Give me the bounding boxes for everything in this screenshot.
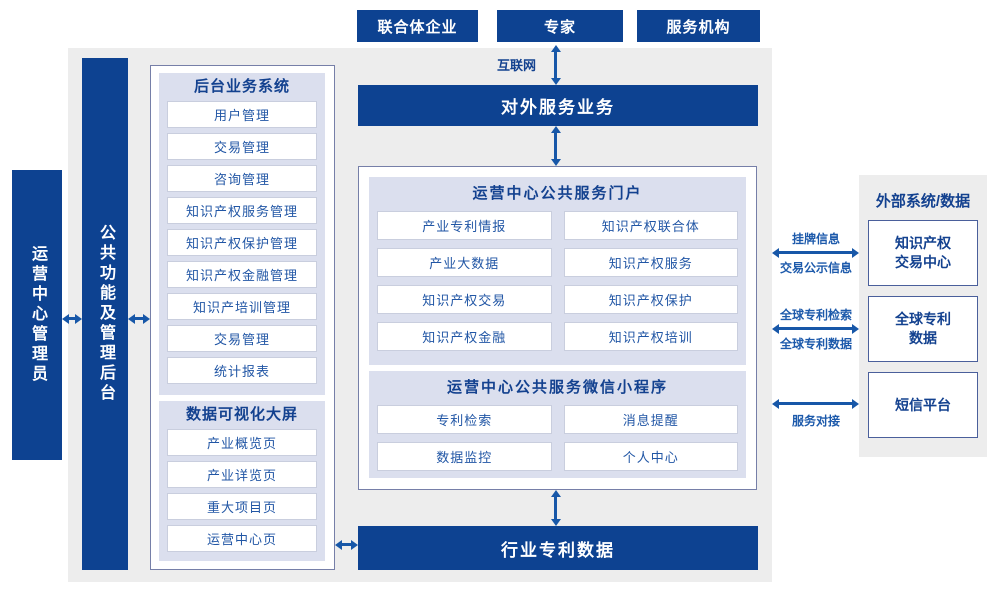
actor-label: 服务机构 [666, 18, 731, 36]
double-arrow-icon [550, 45, 561, 85]
list-item: 交易管理 [167, 133, 317, 160]
list-item: 个人中心 [563, 442, 738, 471]
list-item: 知识产权保护管理 [167, 229, 317, 256]
actor-label: 专家 [543, 18, 576, 36]
portal-panel: 运营中心公共服务门户 产业专利情报 知识产权联合体 产业大数据 知识产权服务 知… [369, 177, 746, 365]
bar-label: 行业专利数据 [501, 540, 615, 560]
list-item: 产业概览页 [167, 429, 317, 456]
actor-label: 联合体企业 [377, 18, 458, 36]
external-systems-title: 外部系统/数据 [875, 193, 971, 210]
miniprogram-items: 专利检索 消息提醒 数据监控 个人中心 [369, 405, 746, 479]
dashboard-panel: 数据可视化大屏 产业概览页 产业详览页 重大项目页 运营中心页 [159, 401, 325, 561]
industry-patent-data-bar: 行业专利数据 [358, 526, 758, 570]
backend-system-items: 用户管理 交易管理 咨询管理 知识产权服务管理 知识产权保护管理 知识产权金融管… [159, 101, 325, 392]
bar-label: 对外服务业务 [501, 98, 615, 117]
actor-service-organization: 服务机构 [637, 10, 760, 42]
admin-vertical-bar: 运营中心管理员 [12, 170, 62, 460]
double-arrow-icon [335, 539, 358, 550]
list-item: 产业专利情报 [377, 211, 552, 240]
miniprogram-panel: 运营中心公共服务微信小程序 专利检索 消息提醒 数据监控 个人中心 [369, 371, 746, 478]
list-item: 知识产权金融 [377, 322, 552, 351]
double-arrow-icon [772, 398, 859, 409]
list-item: 专利检索 [377, 405, 552, 434]
double-arrow-icon [550, 490, 561, 526]
dashboard-title: 数据可视化大屏 [185, 406, 298, 423]
list-item: 知识产权培训 [563, 322, 738, 351]
backend-system-panel: 后台业务系统 用户管理 交易管理 咨询管理 知识产权服务管理 知识产权保护管理 … [159, 73, 325, 395]
listing-info-label: 挂牌信息 [791, 232, 840, 246]
external-system-sms-platform: 短信平台 [868, 372, 978, 438]
list-item: 知识产权金融管理 [167, 261, 317, 288]
double-arrow-icon [772, 323, 859, 334]
list-item: 运营中心页 [167, 525, 317, 552]
portal-items: 产业专利情报 知识产权联合体 产业大数据 知识产权服务 知识产权交易 知识产权保… [369, 211, 746, 359]
list-item: 知识产权保护 [563, 285, 738, 314]
double-arrow-icon [550, 126, 561, 166]
dashboard-items: 产业概览页 产业详览页 重大项目页 运营中心页 [159, 429, 325, 560]
backend-dashboard-box: 后台业务系统 用户管理 交易管理 咨询管理 知识产权服务管理 知识产权保护管理 … [150, 65, 335, 570]
list-item: 知识产培训管理 [167, 293, 317, 320]
global-patent-search-label: 全球专利检索 [779, 308, 852, 322]
miniprogram-title: 运营中心公共服务微信小程序 [446, 379, 668, 396]
actor-expert: 专家 [497, 10, 623, 42]
internet-label: 互联网 [496, 58, 536, 73]
double-arrow-icon [62, 313, 82, 324]
trade-publicity-label: 交易公示信息 [779, 261, 852, 275]
list-item: 知识产权联合体 [563, 211, 738, 240]
list-item: 统计报表 [167, 357, 317, 384]
list-item: 消息提醒 [563, 405, 738, 434]
double-arrow-icon [128, 313, 150, 324]
service-connect-label: 服务对接 [791, 414, 840, 428]
backend-system-title: 后台业务系统 [193, 78, 290, 95]
portal-title: 运营中心公共服务门户 [472, 185, 643, 202]
list-item: 产业详览页 [167, 461, 317, 488]
list-item: 数据监控 [377, 442, 552, 471]
global-patent-data-label: 全球专利数据 [779, 337, 852, 351]
backend-vertical-bar: 公共功能及管理后台 [82, 58, 128, 570]
list-item: 知识产权服务管理 [167, 197, 317, 224]
list-item: 知识产权交易 [377, 285, 552, 314]
list-item: 知识产权服务 [563, 248, 738, 277]
external-system-ip-trade-center: 知识产权交易中心 [868, 220, 978, 286]
external-system-global-patent-data: 全球专利数据 [868, 296, 978, 362]
external-service-bar: 对外服务业务 [358, 85, 758, 126]
list-item: 重大项目页 [167, 493, 317, 520]
actor-consortium-enterprise: 联合体企业 [357, 10, 478, 42]
public-service-box: 运营中心公共服务门户 产业专利情报 知识产权联合体 产业大数据 知识产权服务 知… [358, 166, 757, 490]
double-arrow-icon [772, 247, 859, 258]
list-item: 用户管理 [167, 101, 317, 128]
list-item: 咨询管理 [167, 165, 317, 192]
list-item: 交易管理 [167, 325, 317, 352]
list-item: 产业大数据 [377, 248, 552, 277]
